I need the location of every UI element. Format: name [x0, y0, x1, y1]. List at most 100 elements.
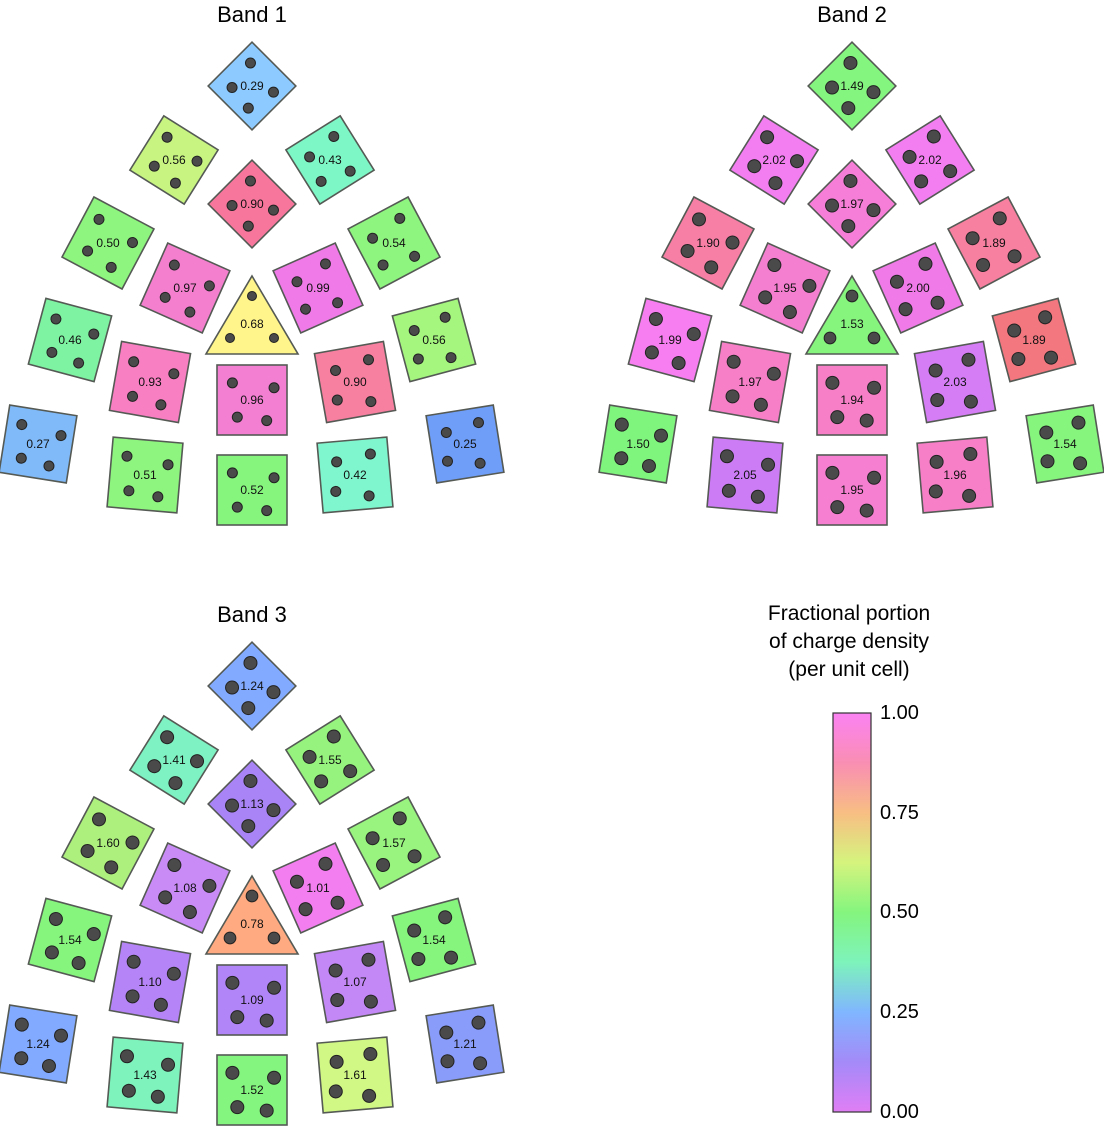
band-3-tile-11-site-dot — [125, 989, 140, 1004]
band-1-tile-13-value: 0.96 — [240, 393, 264, 407]
band-1-tile-15-site-dot — [440, 427, 452, 439]
band-2-tile-8-site-dot — [889, 274, 904, 289]
band-2-tile-12-site-dot — [963, 394, 978, 409]
band-3-tile-5-site-dot — [80, 844, 95, 859]
band-3-tile-11: 1.10 — [108, 940, 192, 1024]
band-1-tile-10-value: 0.56 — [422, 333, 446, 347]
band-1-tile-3-site-dot — [344, 165, 356, 177]
band-2-center-value: 1.53 — [840, 317, 864, 331]
band-1-tile-8: 0.99 — [272, 242, 364, 334]
band-3-tile-2-square — [128, 714, 220, 806]
band-3-tile-10-value: 1.54 — [422, 933, 446, 947]
band-1-tile-5-site-dot — [126, 237, 138, 249]
band-3-tile-9-site-dot — [44, 945, 59, 960]
band-1-tile-18-site-dot — [268, 472, 280, 484]
band-2-tile-12-value: 2.03 — [943, 375, 967, 389]
band-1-tile-8-value: 0.99 — [306, 281, 330, 295]
band-2-tile-16-value: 2.05 — [733, 468, 757, 482]
band-2-tile-9: 1.99 — [627, 297, 713, 383]
band-1-tile-15-site-dot — [441, 455, 453, 467]
band-1-tile-9: 0.46 — [27, 297, 113, 383]
band-1-tile-9-square — [27, 297, 113, 383]
band-3-tile-5-square — [60, 795, 156, 891]
band-2-tile-17-site-dot — [962, 488, 977, 503]
band-3-tile-13-square — [216, 964, 288, 1036]
band-3-tile-13-site-dot — [259, 1013, 274, 1028]
band-2-tile-8-site-dot — [918, 256, 933, 271]
band-1-tile-1: 0.29 — [207, 41, 297, 131]
band-1-tile-2-value: 0.56 — [162, 153, 186, 167]
band-1-tile-14-site-dot — [15, 452, 27, 464]
legend: Fractional portion of charge density (pe… — [768, 602, 930, 1123]
band-3-tile-11-site-dot — [153, 997, 168, 1012]
band-2-tile-8-site-dot — [930, 295, 945, 310]
band-1-tile-3-square — [284, 114, 376, 206]
band-1-tile-5-square — [60, 195, 156, 291]
band-3-tile-18: 1.52 — [216, 1054, 288, 1126]
band-2-tile-2-site-dot — [790, 154, 805, 169]
band-1-tile-1-site-dot — [244, 57, 256, 69]
band-3-tile-8-square — [272, 842, 364, 934]
band-2-tile-3-site-dot — [902, 149, 917, 164]
band-3-tile-4-site-dot — [241, 819, 256, 834]
band-3-tile-18-site-dot — [267, 1070, 282, 1085]
band-1-tile-9-site-dot — [50, 313, 62, 325]
band-2-tile-6-site-dot — [1007, 249, 1022, 264]
band-3-tile-12-site-dot — [363, 994, 378, 1009]
band-1-tile-3: 0.43 — [284, 114, 376, 206]
band-2-tile-2-site-dot — [768, 176, 783, 191]
band-1-tile-17-site-dot — [364, 448, 376, 460]
band-3-tile-7-value: 1.08 — [173, 881, 197, 895]
band-2-tile-1: 1.49 — [807, 41, 897, 131]
band-1-tile-16-site-dot — [162, 459, 174, 471]
band-2-tile-6-site-dot — [992, 211, 1007, 226]
band-3-tile-9-site-dot — [71, 956, 86, 971]
band-2-tile-10-site-dot — [1038, 310, 1053, 325]
band-3-center-site-dot — [267, 931, 281, 945]
band-1-tile-13-site-dot — [226, 377, 238, 389]
band-1-tile-8-site-dot — [332, 297, 344, 309]
band-2-tile-12-site-dot — [961, 352, 976, 367]
legend-colorbar — [832, 712, 872, 1113]
band-3-tile-4-site-dot — [243, 773, 258, 788]
band-1-tile-16: 0.51 — [106, 436, 184, 514]
band-1-center-site-dot — [225, 333, 235, 343]
band-2-tile-1-site-dot — [866, 85, 881, 100]
band-3-tile-3-square — [284, 714, 376, 806]
band-1-tile-8-site-dot — [291, 276, 303, 288]
band-3-tile-17-site-dot — [363, 1046, 378, 1061]
band-1-tile-7-site-dot — [168, 259, 180, 271]
band-1-tile-12-site-dot — [330, 365, 342, 377]
band-3-tile-16-site-dot — [161, 1057, 176, 1072]
band-2-tile-8: 2.00 — [872, 242, 964, 334]
band-2-tile-10-site-dot — [1007, 323, 1022, 338]
band-3-tile-1-site-dot — [225, 680, 240, 695]
band-1-tile-15-site-dot — [472, 417, 484, 429]
band-2-tile-4-site-dot — [841, 219, 856, 234]
band-3-tile-6-value: 1.57 — [382, 836, 406, 850]
band-1-tile-10-site-dot — [445, 352, 457, 364]
band-1-tile-3-site-dot — [315, 175, 327, 187]
band-2-tile-12-site-dot — [928, 363, 943, 378]
band-2-tile-6: 1.89 — [946, 195, 1042, 291]
band-3-tile-18-square — [216, 1054, 288, 1126]
band-2-tile-5-value: 1.90 — [696, 236, 720, 250]
band-3-tile-7-site-dot — [202, 878, 217, 893]
band-1-tile-4-site-dot — [226, 200, 238, 212]
band-2-tile-13: 1.94 — [816, 364, 888, 436]
band-3-tile-1-value: 1.24 — [240, 679, 264, 693]
band-2-tile-15-value: 1.54 — [1053, 437, 1077, 451]
band-1-tile-12-value: 0.90 — [343, 375, 367, 389]
legend-tick-0-75: 0.75 — [880, 802, 919, 824]
band-3-tile-14-site-dot — [14, 1051, 29, 1066]
band-2-tile-8-square — [872, 242, 964, 334]
band-3-tile-2-site-dot — [168, 776, 183, 791]
band-2-tile-9-site-dot — [686, 327, 701, 342]
band-2-tile-4-site-dot — [866, 203, 881, 218]
band-2-tile-7-value: 1.95 — [773, 281, 797, 295]
band-1-tile-14-value: 0.27 — [26, 437, 50, 451]
band-1-tile-17-site-dot — [330, 485, 342, 497]
band-1-tile-12-site-dot — [365, 396, 377, 408]
band-2-tile-8-site-dot — [898, 302, 913, 317]
band-3-tile-14-site-dot — [41, 1058, 56, 1073]
